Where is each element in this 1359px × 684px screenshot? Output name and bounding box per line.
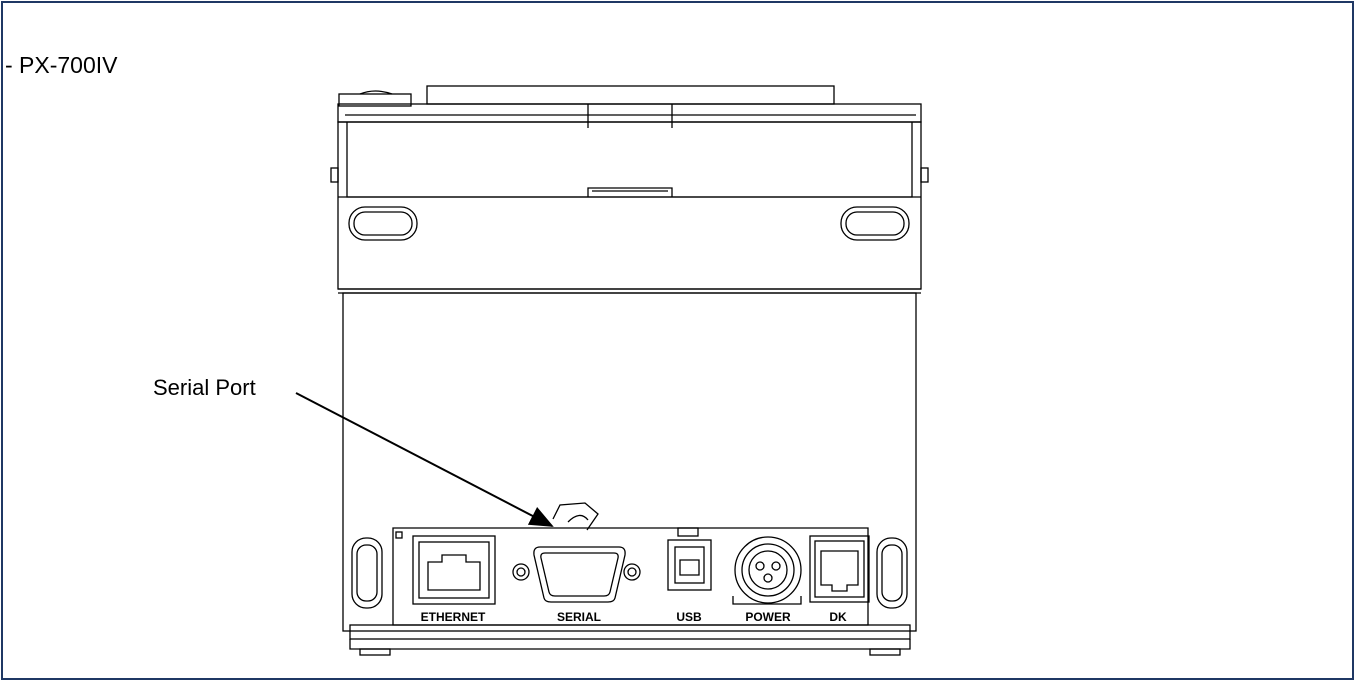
left-lower-slot <box>351 537 383 609</box>
left-grip-slot <box>348 206 418 241</box>
callout-arrow <box>295 392 554 527</box>
usb-port <box>667 527 712 591</box>
serial-label: SERIAL <box>557 610 601 624</box>
ethernet-label: ETHERNET <box>421 610 486 624</box>
top-lid <box>337 103 922 123</box>
usb-label: USB <box>676 610 702 624</box>
power-port <box>732 536 802 605</box>
model-title: - PX-700IV <box>5 52 118 78</box>
center-tab <box>587 187 673 197</box>
top-cover <box>426 85 835 105</box>
ethernet-port <box>412 535 496 605</box>
serial-port <box>512 502 641 603</box>
paper-exit-recess <box>346 122 913 198</box>
lower-body <box>342 292 917 632</box>
dk-label: DK <box>829 610 847 624</box>
power-label: POWER <box>745 610 791 624</box>
upper-body <box>337 121 922 290</box>
right-lower-slot <box>876 537 908 609</box>
top-left-knob <box>338 93 412 107</box>
right-grip-slot <box>840 206 910 241</box>
dk-port <box>809 535 870 603</box>
serial-port-shell <box>533 546 626 603</box>
serial-port-callout-label: Serial Port <box>153 375 256 400</box>
